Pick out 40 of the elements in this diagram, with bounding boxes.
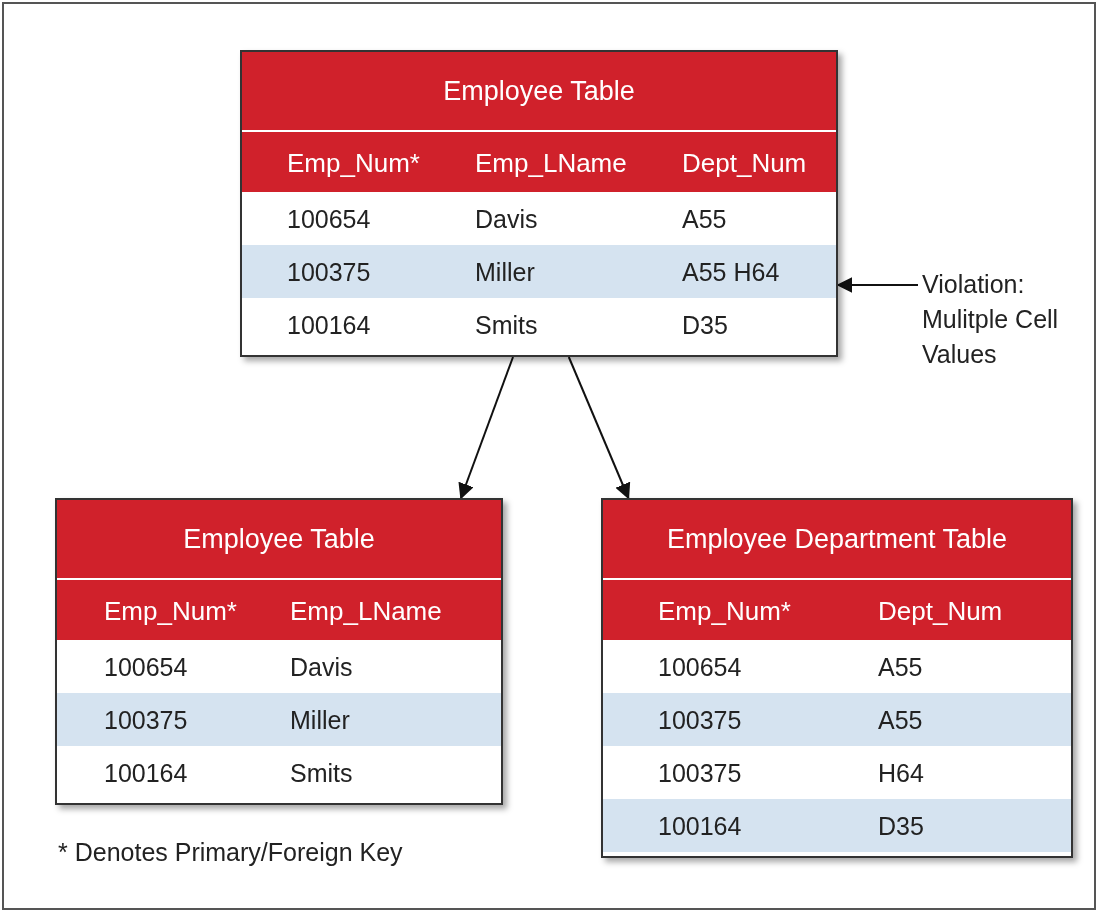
column-header: Dept_Num — [682, 148, 807, 178]
table-cell: 100164 — [658, 811, 742, 841]
table-cell: Davis — [475, 204, 538, 234]
table-cell: A55 — [878, 652, 923, 682]
table-cell: Miller — [290, 705, 350, 735]
table-cell: 100654 — [287, 204, 371, 234]
table-cell: 100375 — [658, 758, 742, 788]
data-table — [55, 498, 503, 805]
table-cell: Smits — [290, 758, 353, 788]
column-header: Emp_LName — [290, 596, 442, 626]
table-cell: 100654 — [104, 652, 188, 682]
column-header: Dept_Num — [878, 596, 1003, 626]
table-cell: A55 — [878, 705, 923, 735]
table-cell: 100654 — [658, 652, 742, 682]
table-title: Employee Department Table — [666, 523, 1008, 555]
table-cell: Miller — [475, 257, 535, 287]
table-cell: H64 — [878, 758, 924, 788]
table-title: Employee Table — [443, 75, 635, 107]
table-cell: 100164 — [287, 310, 371, 340]
data-table — [601, 498, 1073, 858]
column-header: Emp_Num* — [287, 148, 420, 178]
table-cell: A55 H64 — [682, 257, 780, 287]
table-cell: 100164 — [104, 758, 188, 788]
table-cell: 100375 — [658, 705, 742, 735]
table-cell: 100375 — [104, 705, 188, 735]
annotation-text: Violation: Mulitple Cell Values — [922, 267, 1072, 372]
table-cell: 100375 — [287, 257, 371, 287]
table-cell: Davis — [290, 652, 353, 682]
arrow — [458, 356, 514, 500]
table-title: Employee Table — [183, 523, 375, 555]
column-header: Emp_Num* — [104, 596, 237, 626]
footnote: * Denotes Primary/Foreign Key — [58, 837, 403, 868]
table-cell: Smits — [475, 310, 538, 340]
column-header: Emp_LName — [475, 148, 627, 178]
table-cell: D35 — [682, 310, 728, 340]
table-cell: A55 — [682, 204, 727, 234]
column-header: Emp_Num* — [658, 596, 791, 626]
table-cell: D35 — [878, 811, 924, 841]
data-table — [240, 50, 838, 357]
arrow — [567, 356, 631, 500]
